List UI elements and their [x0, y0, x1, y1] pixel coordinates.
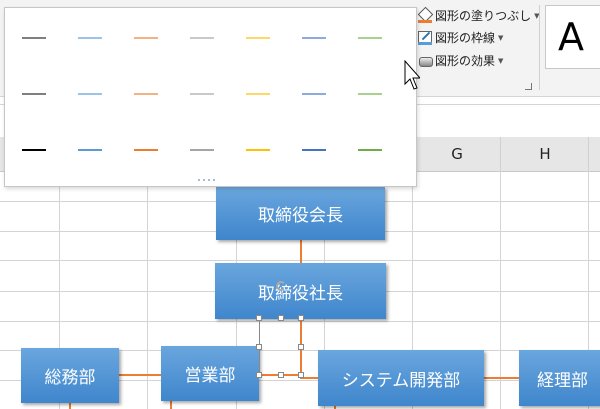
line-color-swatch[interactable]: [358, 37, 382, 39]
connector-line[interactable]: [170, 401, 172, 409]
resize-grip[interactable]: [198, 179, 216, 181]
column-header-h[interactable]: H: [500, 137, 589, 171]
org-box-sales[interactable]: 営業部: [161, 346, 259, 401]
resize-handle[interactable]: [278, 315, 284, 321]
resize-handle[interactable]: [298, 372, 304, 378]
shape-effects-button[interactable]: 図形の効果▼: [418, 52, 503, 69]
line-color-swatch[interactable]: [134, 149, 158, 151]
line-color-swatch[interactable]: [134, 37, 158, 39]
divider: [539, 5, 540, 90]
line-color-swatch[interactable]: [302, 37, 326, 39]
line-color-swatch[interactable]: [246, 93, 270, 95]
connector-line[interactable]: [300, 240, 302, 264]
org-box-president[interactable]: 取締役社長: [215, 263, 386, 319]
line-color-swatch[interactable]: [246, 37, 270, 39]
shape-fill-button[interactable]: 図形の塗りつぶし▼: [417, 6, 540, 24]
resize-handle[interactable]: [298, 344, 304, 350]
grid-line: [412, 171, 413, 409]
line-color-swatch[interactable]: [358, 149, 382, 151]
line-color-swatch[interactable]: [190, 149, 214, 151]
wordart-style-preview[interactable]: A: [545, 5, 600, 69]
org-box-accounting[interactable]: 経理部: [519, 350, 600, 406]
paint-bucket-icon: [417, 6, 434, 23]
grid-line: [147, 171, 148, 409]
dialog-launcher-icon[interactable]: [525, 83, 532, 90]
mouse-cursor-icon: [404, 60, 420, 90]
grid-line: [588, 171, 589, 409]
line-color-swatch[interactable]: [22, 37, 46, 39]
line-color-swatch[interactable]: [358, 93, 382, 95]
line-color-swatch[interactable]: [246, 149, 270, 151]
resize-handle[interactable]: [256, 315, 262, 321]
org-box-system-dev[interactable]: システム開発部: [318, 350, 484, 406]
line-color-swatch[interactable]: [22, 149, 46, 151]
resize-handle[interactable]: [256, 344, 262, 350]
line-color-palette-dropdown: [4, 7, 417, 187]
grid-line: [500, 171, 501, 409]
shape-outline-button[interactable]: 図形の枠線▼: [418, 29, 503, 46]
line-color-swatch[interactable]: [78, 93, 102, 95]
line-color-swatch[interactable]: [302, 149, 326, 151]
column-header-i[interactable]: [588, 137, 600, 171]
grid-line: [0, 380, 600, 381]
resize-handle[interactable]: [298, 315, 304, 321]
resize-handle[interactable]: [256, 372, 262, 378]
connector-line[interactable]: [334, 406, 336, 409]
connector-line[interactable]: [300, 377, 318, 379]
line-color-swatch[interactable]: [190, 93, 214, 95]
connector-line[interactable]: [484, 377, 519, 379]
line-color-swatch[interactable]: [134, 93, 158, 95]
line-color-swatch[interactable]: [22, 93, 46, 95]
org-box-chairman[interactable]: 取締役会長: [216, 187, 385, 240]
line-color-swatch[interactable]: [302, 93, 326, 95]
connector-line[interactable]: [119, 374, 161, 376]
column-header-g[interactable]: G: [412, 137, 501, 171]
shape-effects-icon: [418, 54, 433, 68]
resize-handle[interactable]: [278, 372, 284, 378]
selection-frame: [259, 318, 301, 375]
line-color-swatch[interactable]: [78, 149, 102, 151]
connector-line[interactable]: [69, 403, 71, 409]
rotate-handle-icon[interactable]: [276, 281, 286, 291]
org-box-general-affairs[interactable]: 総務部: [21, 348, 119, 403]
grid-line: [59, 171, 60, 409]
line-color-swatch[interactable]: [190, 37, 214, 39]
line-color-swatch[interactable]: [78, 37, 102, 39]
pencil-icon: [418, 30, 432, 45]
